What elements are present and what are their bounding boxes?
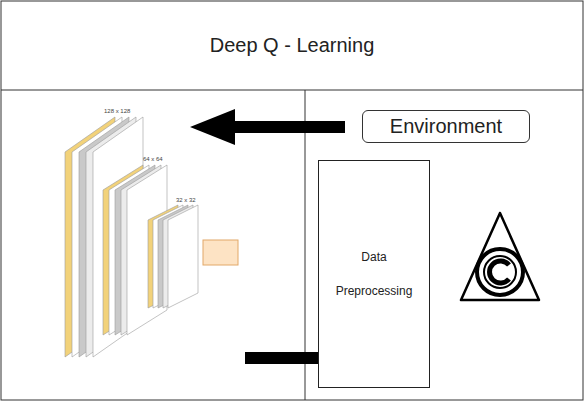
cnn-illustration	[65, 117, 198, 357]
node-label: Data Preprocessing	[336, 240, 413, 308]
logo	[461, 213, 539, 300]
diagram-title: Deep Q - Learning	[0, 0, 584, 90]
layer-size: 32 x 32	[176, 197, 196, 203]
process-box: Data Preprocessing	[318, 160, 430, 388]
input-arrow	[190, 109, 345, 145]
node-label: Environment	[390, 115, 502, 138]
output-block	[203, 240, 238, 265]
layer-size: 128 x 128	[104, 108, 130, 114]
layer-size: 64 x 64	[143, 156, 163, 162]
header-divider	[1, 90, 583, 91]
feature-map	[168, 205, 198, 308]
environment-box: Environment	[362, 110, 530, 143]
